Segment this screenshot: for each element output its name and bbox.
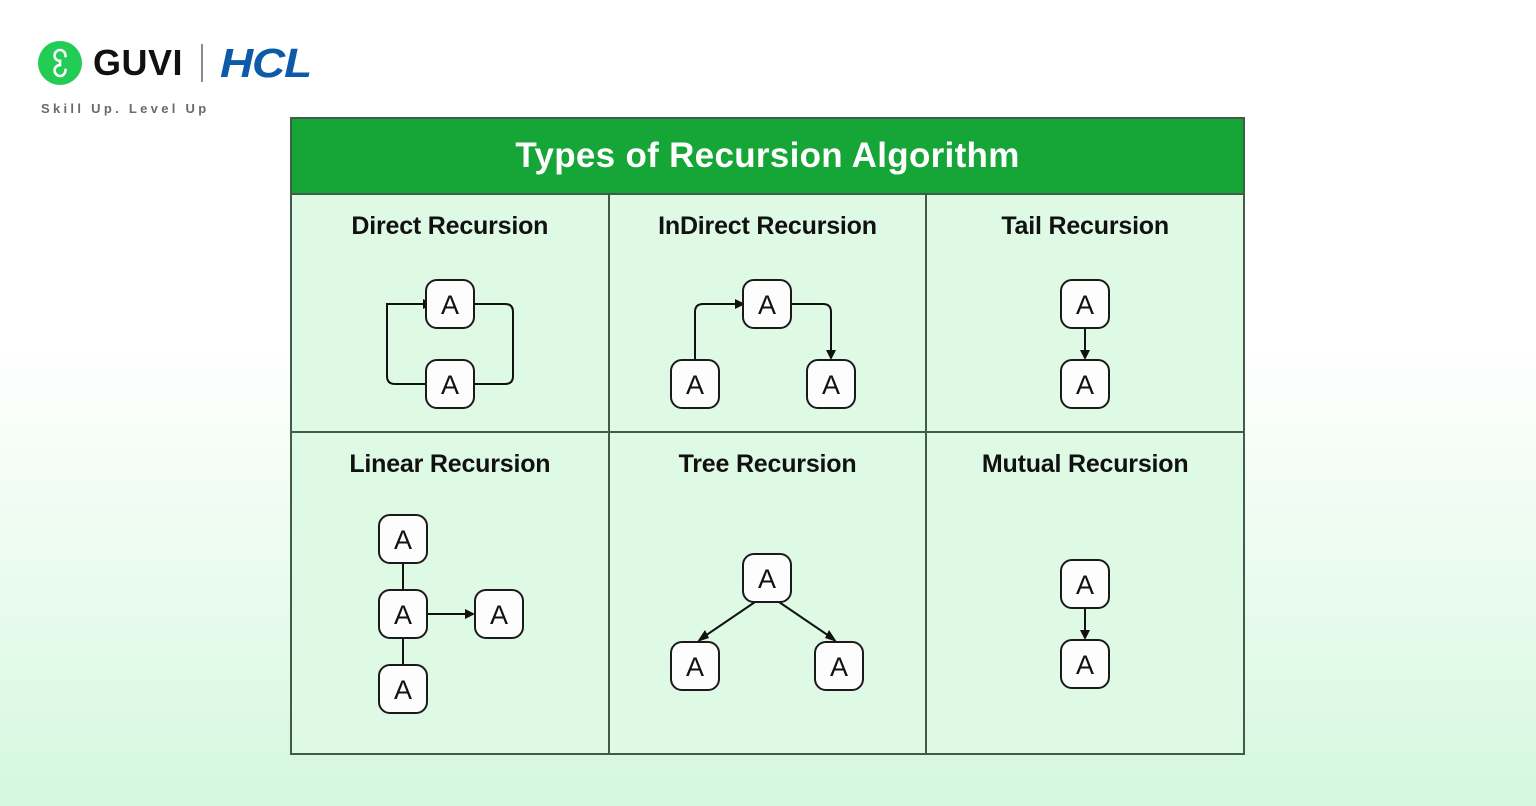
svg-text:A: A xyxy=(686,652,704,682)
cell-title: Direct Recursion xyxy=(351,212,549,240)
node-a-branch-right: A xyxy=(473,589,524,639)
diagram-two-node-down-arrow: A A xyxy=(927,241,1243,431)
brand-logo-row: GUVI HCL xyxy=(38,36,312,90)
diagram-two-node-cycle: A A xyxy=(292,241,608,431)
cell-title: Tail Recursion xyxy=(1001,212,1169,240)
cell-title: Mutual Recursion xyxy=(981,450,1189,478)
cell-indirect-recursion: InDirect Recursion A A xyxy=(609,195,926,431)
hcl-wordmark: HCL xyxy=(220,39,312,86)
table-grid: Direct Recursion A A xyxy=(292,193,1243,753)
svg-text:A: A xyxy=(758,290,776,320)
svg-text:A: A xyxy=(822,370,840,400)
svg-text:A: A xyxy=(441,290,459,320)
diagram-binary-tree: A A A xyxy=(610,479,926,753)
cell-mutual-recursion: Mutual Recursion A A xyxy=(927,433,1243,753)
node-a-top: A xyxy=(742,279,793,329)
guvi-wordmark: GUVI xyxy=(93,42,184,83)
node-a-bottom-right: A xyxy=(806,359,857,409)
node-a-top: A xyxy=(424,279,475,329)
node-a-bottom: A xyxy=(1060,639,1111,689)
diagram-three-node-chain: A A A xyxy=(610,241,926,431)
cell-title: Linear Recursion xyxy=(349,450,551,478)
svg-text:A: A xyxy=(686,370,704,400)
diagram-two-node-down-arrow: A A xyxy=(927,479,1243,753)
table-header: Types of Recursion Algorithm xyxy=(292,119,1243,193)
brand-bar: GUVI HCL Skill Up. Level Up xyxy=(38,36,312,116)
node-a-child-left: A xyxy=(670,641,721,691)
cell-tree-recursion: Tree Recursion A A xyxy=(609,433,926,753)
node-a-top: A xyxy=(1060,559,1111,609)
node-a-bottom: A xyxy=(377,664,428,714)
recursion-types-table: Types of Recursion Algorithm Direct Recu… xyxy=(290,117,1245,755)
cell-title: Tree Recursion xyxy=(678,450,857,478)
node-a-middle: A xyxy=(377,589,428,639)
node-a-bottom: A xyxy=(1060,359,1111,409)
svg-text:A: A xyxy=(394,675,412,705)
node-a-top: A xyxy=(377,514,428,564)
brand-tagline: Skill Up. Level Up xyxy=(41,101,210,116)
svg-text:A: A xyxy=(490,600,508,630)
svg-text:A: A xyxy=(394,600,412,630)
node-a-root: A xyxy=(742,553,793,603)
svg-text:A: A xyxy=(1076,650,1094,680)
guvi-circle-g-icon xyxy=(38,41,82,85)
svg-text:A: A xyxy=(394,525,412,555)
brand-divider xyxy=(201,44,204,82)
diagram-column-with-branch: A A A A xyxy=(292,479,608,753)
node-a-bottom: A xyxy=(424,359,475,409)
node-a-bottom-left: A xyxy=(670,359,721,409)
svg-text:A: A xyxy=(1076,570,1094,600)
cell-title: InDirect Recursion xyxy=(658,212,877,240)
cell-tail-recursion: Tail Recursion A A xyxy=(927,195,1243,431)
cell-direct-recursion: Direct Recursion A A xyxy=(292,195,608,431)
svg-text:A: A xyxy=(758,564,776,594)
svg-text:A: A xyxy=(830,652,848,682)
svg-text:A: A xyxy=(441,370,459,400)
svg-text:A: A xyxy=(1076,370,1094,400)
svg-text:A: A xyxy=(1076,290,1094,320)
cell-linear-recursion: Linear Recursion A A xyxy=(292,433,608,753)
page-title: Types of Recursion Algorithm xyxy=(515,136,1020,175)
node-a-top: A xyxy=(1060,279,1111,329)
node-a-child-right: A xyxy=(814,641,865,691)
